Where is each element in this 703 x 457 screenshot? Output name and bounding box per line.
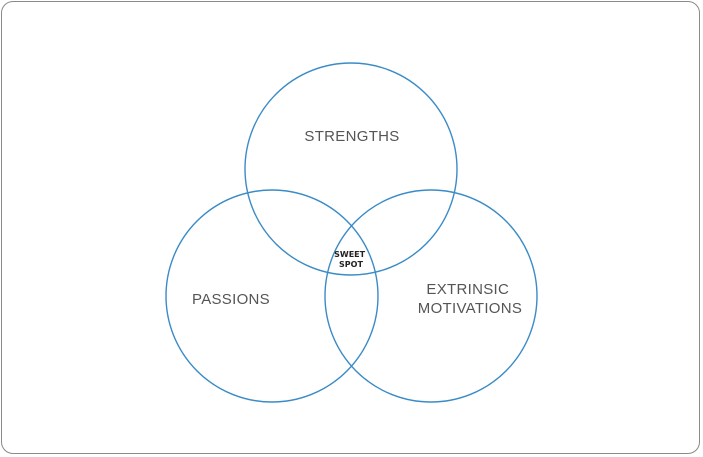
label-strengths: STRENGTHS [304,128,399,145]
circle-extrinsic-motivations [324,189,538,403]
circle-strengths [244,62,458,276]
label-extrinsic-line-1: EXTRINSIC [426,281,509,298]
label-passions: PASSIONS [192,291,270,308]
label-extrinsic-line-2: MOTIVATIONS [418,300,522,317]
label-extrinsic-motivations: EXTRINSIC MOTIVATIONS [418,281,522,317]
label-sweet-spot-line-1: SWEET [334,250,366,259]
circle-passions [165,189,379,403]
label-sweet-spot: SWEET SPOT [334,250,368,269]
label-sweet-spot-line-2: SPOT [339,260,363,269]
